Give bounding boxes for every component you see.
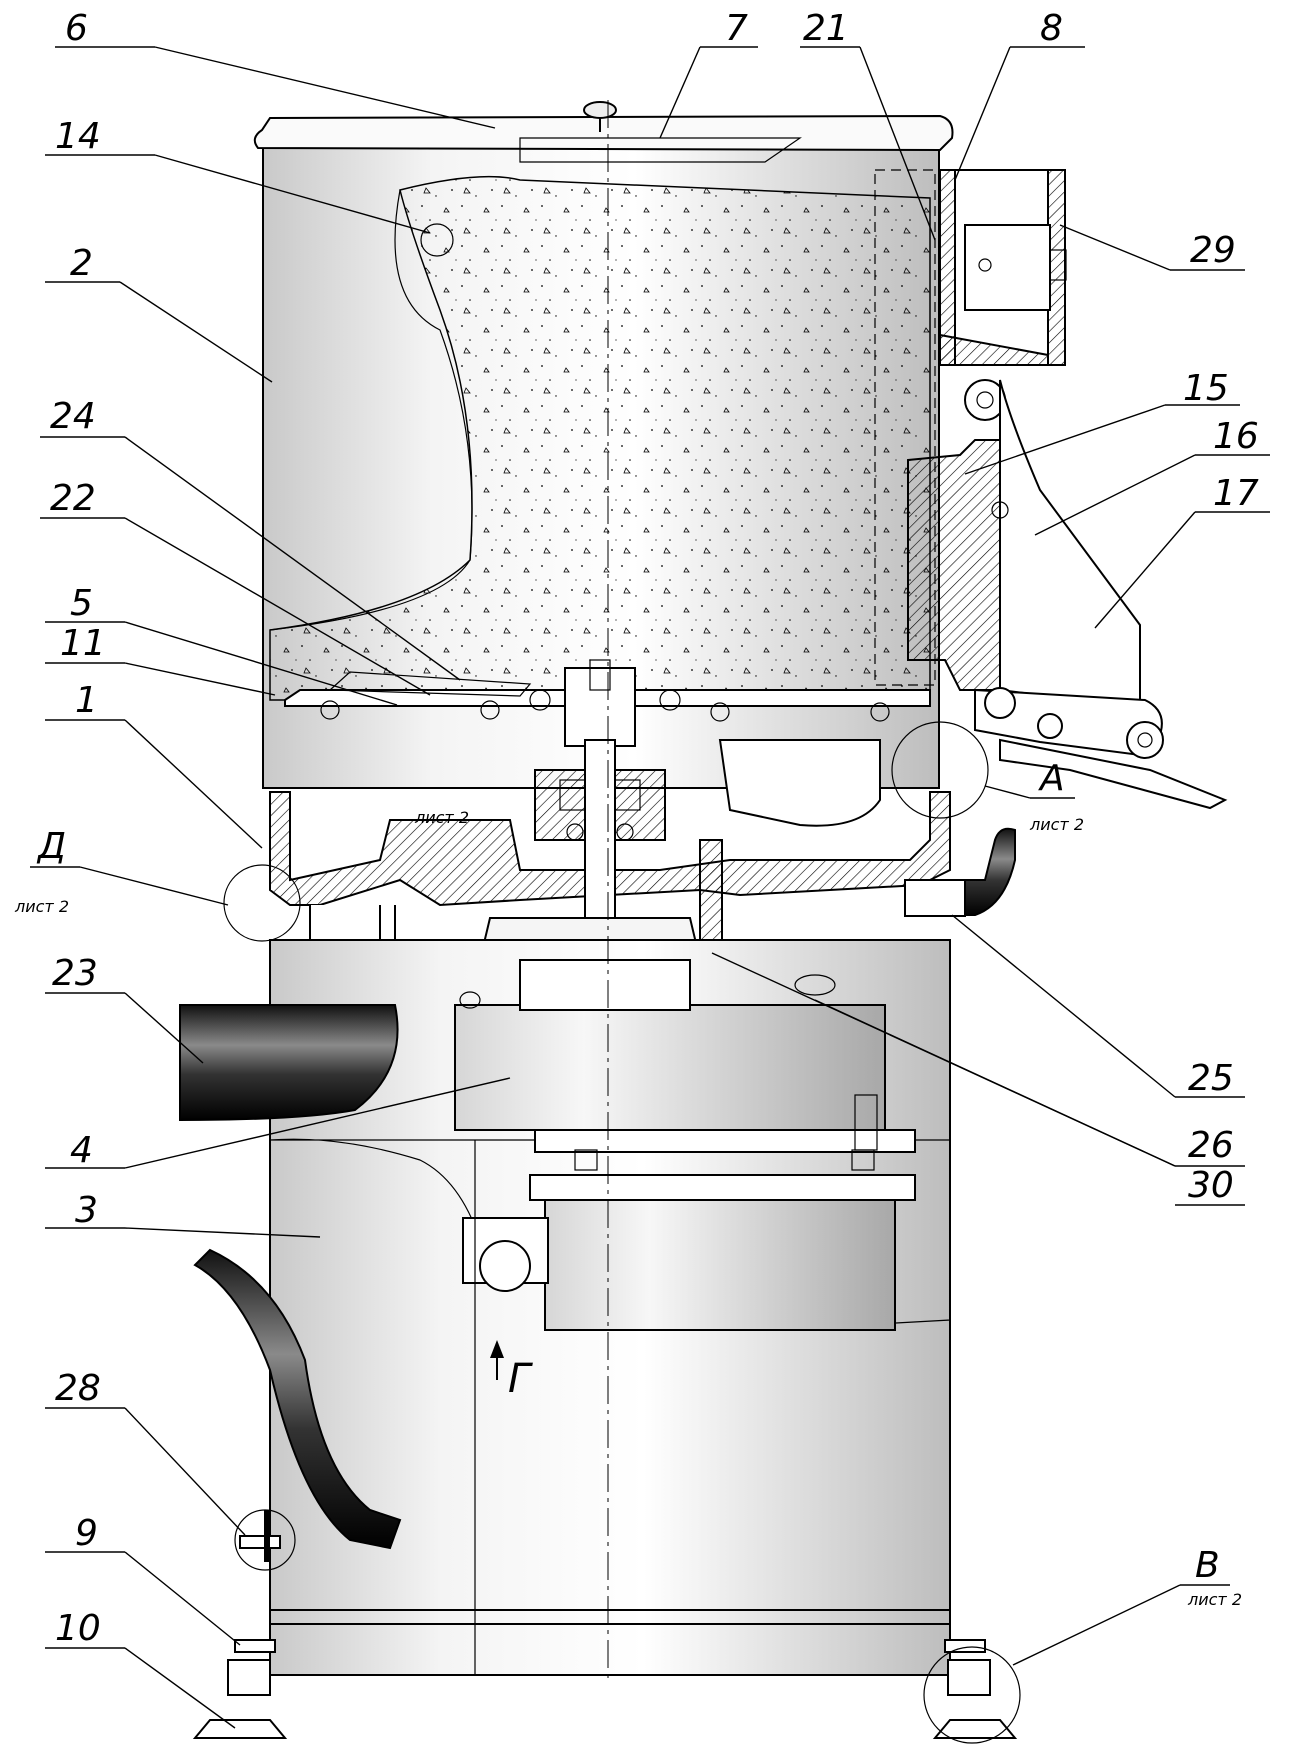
- svg-text:26: 26: [1188, 1125, 1234, 1166]
- detail-circle-d: [223, 864, 301, 942]
- motor-body-lower: [544, 1199, 896, 1331]
- svg-text:28: 28: [55, 1368, 101, 1409]
- callout-30: 30: [1175, 1165, 1245, 1206]
- switch-unit: [964, 224, 1051, 311]
- bowl-sheet-ref: лист 2: [414, 808, 469, 827]
- svg-text:4: 4: [70, 1130, 93, 1171]
- motor-bolts: [459, 974, 878, 1171]
- motor-cap: [519, 959, 691, 1011]
- svg-text:6: 6: [65, 8, 88, 49]
- callout-4: 4: [45, 1077, 511, 1171]
- drain-hose: [193, 1248, 402, 1550]
- svg-text:5: 5: [70, 583, 93, 624]
- callout-23: 23: [45, 953, 204, 1064]
- svg-text:10: 10: [55, 1608, 101, 1649]
- svg-text:21: 21: [803, 8, 849, 49]
- callout-29: 29: [1059, 224, 1245, 271]
- svg-text:Д: Д: [36, 826, 66, 867]
- svg-text:24: 24: [50, 396, 96, 437]
- callout-16: 16: [1034, 416, 1270, 536]
- svg-text:лист 2: лист 2: [1029, 815, 1084, 834]
- callout-28: 28: [45, 1368, 246, 1536]
- svg-text:17: 17: [1213, 473, 1259, 514]
- callout-b: B лист 2: [1012, 1545, 1242, 1666]
- svg-text:A: A: [1038, 758, 1065, 799]
- callout-15: 15: [964, 368, 1240, 475]
- svg-text:7: 7: [725, 8, 748, 49]
- svg-text:23: 23: [52, 953, 98, 994]
- plug-14: [420, 223, 454, 257]
- svg-text:22: 22: [50, 478, 96, 519]
- svg-text:16: 16: [1213, 416, 1259, 457]
- chute-door: [907, 439, 1001, 691]
- machine-body: [179, 101, 1018, 1739]
- callout-5: 5: [45, 583, 398, 706]
- hub-bolt-26: [699, 839, 723, 941]
- svg-text:лист 2: лист 2: [1187, 1590, 1242, 1609]
- detail-circle-a: [891, 721, 989, 819]
- svg-text:30: 30: [1188, 1165, 1234, 1206]
- callout-17: 17: [1094, 473, 1270, 629]
- callout-24: 24: [40, 396, 461, 681]
- callout-8: 8: [954, 8, 1085, 181]
- motor-flange: [529, 1174, 916, 1201]
- callout-22: 22: [40, 478, 431, 696]
- motor-housing: [454, 1004, 886, 1131]
- svg-text:14: 14: [55, 116, 101, 157]
- callout-14: 14: [45, 116, 454, 257]
- chute-lever: [974, 688, 1163, 757]
- callout-9: 9: [45, 1513, 241, 1646]
- bowl-section: [269, 791, 951, 907]
- svg-text:Г: Г: [508, 1356, 533, 1402]
- callout-3: 3: [45, 1190, 321, 1238]
- level-bolt: [239, 1510, 281, 1562]
- svg-text:29: 29: [1190, 230, 1236, 271]
- callout-10: 10: [45, 1608, 236, 1729]
- lid-rim: [253, 114, 954, 152]
- lid-hatch-plate: [519, 137, 802, 163]
- lid-knob: [583, 101, 617, 119]
- svg-text:1: 1: [75, 680, 98, 721]
- disc-bolts: [320, 689, 890, 722]
- callout-1: 1: [45, 680, 263, 849]
- callout-26: 26: [711, 952, 1245, 1167]
- working-chamber-cutaway: [269, 175, 931, 701]
- detail-circle-28: [234, 1509, 296, 1571]
- svg-text:3: 3: [75, 1190, 98, 1231]
- svg-text:лист 2: лист 2: [14, 897, 69, 916]
- foot-right: [932, 1639, 1018, 1739]
- side-assembly: [874, 169, 1228, 917]
- callout-11: 11: [45, 623, 276, 696]
- callout-25: 25: [951, 914, 1245, 1099]
- svg-text:8: 8: [1040, 8, 1063, 49]
- main-shaft: [584, 739, 616, 941]
- foot-left: [192, 1639, 288, 1739]
- view-arrow: Г: [490, 1340, 533, 1402]
- callout-d: Д лист 2: [14, 826, 229, 916]
- outlet-pipe: [179, 1004, 399, 1122]
- svg-text:25: 25: [1188, 1058, 1234, 1099]
- svg-text:2: 2: [70, 243, 93, 284]
- callout-7: 7: [659, 8, 758, 139]
- shaft-hub: [564, 667, 636, 747]
- svg-text:11: 11: [60, 623, 106, 664]
- svg-text:B: B: [1195, 1545, 1220, 1586]
- svg-text:9: 9: [75, 1513, 98, 1554]
- callout-a: A лист 2: [984, 758, 1084, 834]
- svg-text:15: 15: [1183, 368, 1229, 409]
- disc-blade: [328, 671, 532, 697]
- callout-6: 6: [55, 8, 496, 129]
- detail-circle-b: [923, 1646, 1021, 1744]
- callout-2: 2: [45, 243, 273, 383]
- chute-plate: [999, 379, 1141, 722]
- callout-21: 21: [800, 8, 936, 241]
